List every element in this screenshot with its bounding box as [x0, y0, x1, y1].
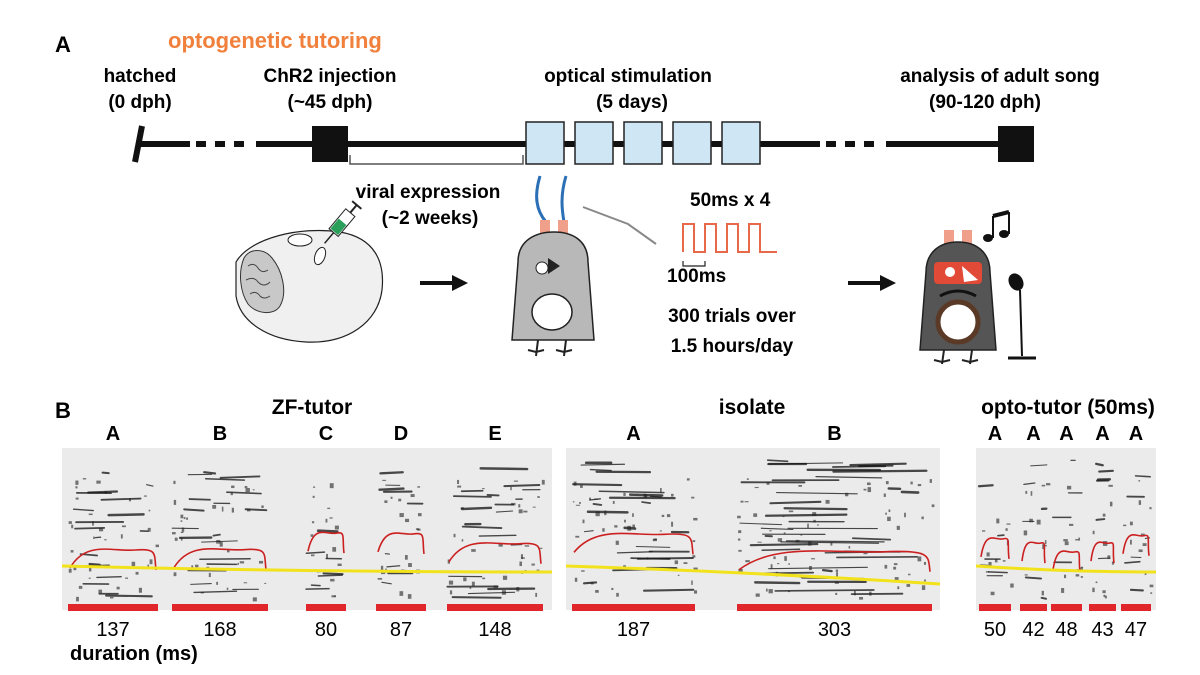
syllable-duration-value: 187: [617, 619, 650, 641]
pulse-period-bracket: [682, 261, 706, 267]
syllable-label: D: [394, 423, 408, 445]
syllable-duration-value: 47: [1125, 619, 1147, 641]
trials-label: 300 trials over: [668, 306, 796, 327]
music-note-icon: [983, 210, 1010, 242]
syllable-duration-value: 137: [96, 619, 129, 641]
pulse-label: 50ms x 4: [690, 190, 771, 211]
syllable-duration-value: 303: [818, 619, 851, 641]
panel-b-label: B: [55, 398, 71, 423]
light-pulse-trace: [682, 223, 777, 253]
syllable-duration-bar: [376, 604, 426, 611]
spectrogram-background: [62, 448, 552, 610]
stimulation-day-boxes: [525, 121, 761, 165]
spectrogram-panel-zf-tutor: [61, 448, 553, 610]
syllable-label: A: [1059, 423, 1073, 445]
syllable-duration-bar: [447, 604, 543, 611]
syllable-duration-value: 80: [315, 619, 337, 641]
syllable-duration-value: 87: [390, 619, 412, 641]
syllable-label: A: [1026, 423, 1040, 445]
trials-duration: 1.5 hours/day: [671, 336, 794, 357]
brain-injection-illustration: [235, 200, 384, 343]
syllable-duration-bar: [1121, 604, 1151, 611]
syllable-duration-bar: [68, 604, 158, 611]
spectrogram-background: [976, 448, 1156, 610]
syllable-label: A: [1129, 423, 1143, 445]
syllable-duration-bar: [306, 604, 346, 611]
viral-expression-duration: (~2 weeks): [382, 208, 479, 229]
stimulation-days: (5 days): [596, 92, 668, 113]
hatched-label: hatched: [104, 66, 177, 87]
viral-expression-label: viral expression: [356, 182, 501, 203]
syllable-label: A: [1095, 423, 1109, 445]
analysis-label: analysis of adult song: [900, 66, 1100, 87]
stimulation-day-box: [623, 121, 663, 165]
microphone-icon: [1008, 273, 1036, 360]
syllable-label: A: [626, 423, 640, 445]
panel-a-label: A: [55, 32, 71, 57]
viral-expression-bracket: [349, 155, 524, 165]
syllable-duration-bar: [172, 604, 268, 611]
hatched-age: (0 dph): [108, 92, 171, 113]
arrow-right-icon: [848, 275, 896, 291]
syllable-duration-value: 43: [1091, 619, 1113, 641]
syllable-duration-bar: [737, 604, 932, 611]
spectrogram-panel-opto-tutor: [975, 448, 1157, 610]
spectrogram-panel-isolate: [565, 448, 941, 610]
syringe-icon: [324, 200, 362, 244]
adult-singing-bird-illustration: [919, 210, 1036, 365]
syllable-label: E: [488, 423, 501, 445]
syllable-duration-value: 48: [1055, 619, 1077, 641]
syllable-label: B: [827, 423, 841, 445]
injection-age: (~45 dph): [288, 92, 373, 113]
optical-fiber: [560, 175, 568, 223]
stimulation-label: optical stimulation: [544, 66, 712, 87]
syllable-duration-bar: [1089, 604, 1116, 611]
syllable-duration-value: 148: [478, 619, 511, 641]
duration-axis-label: duration (ms): [70, 643, 198, 665]
syllable-duration-bar: [1020, 604, 1047, 611]
stimulation-day-box: [721, 121, 761, 165]
optical-fiber: [535, 175, 548, 223]
stimulation-day-box: [574, 121, 614, 165]
injection-marker: [312, 126, 348, 162]
hatch-tick: [132, 125, 145, 163]
syllable-label: B: [213, 423, 227, 445]
analysis-age: (90-120 dph): [929, 92, 1041, 113]
syllable-duration-bar: [979, 604, 1011, 611]
timeline-event-labels: hatched (0 dph) ChR2 injection (~45 dph)…: [104, 66, 1100, 113]
syllable-label: A: [106, 423, 120, 445]
stimulated-bird-illustration: [511, 175, 657, 357]
analysis-marker: [998, 126, 1034, 162]
timeline: [132, 121, 1034, 165]
syllable-label: A: [988, 423, 1002, 445]
syllable-duration-value: 168: [203, 619, 236, 641]
syllable-duration-bar: [1051, 604, 1082, 611]
cerebellum-icon: [240, 250, 285, 313]
syllable-duration-bar: [572, 604, 695, 611]
optogenetic-tutoring-title: optogenetic tutoring: [168, 28, 382, 53]
arrow-right-icon: [420, 275, 468, 291]
stimulation-day-box: [525, 121, 565, 165]
zf-tutor-title: ZF-tutor: [272, 396, 352, 419]
syllable-duration-value: 50: [984, 619, 1006, 641]
syllable-duration-value: 42: [1022, 619, 1044, 641]
isolate-title: isolate: [719, 396, 786, 419]
injection-label: ChR2 injection: [263, 66, 396, 87]
stimulation-day-box: [672, 121, 712, 165]
syllable-label: C: [319, 423, 333, 445]
pulse-period-label: 100ms: [667, 266, 726, 287]
opto-tutor-title: opto-tutor (50ms): [981, 396, 1155, 419]
